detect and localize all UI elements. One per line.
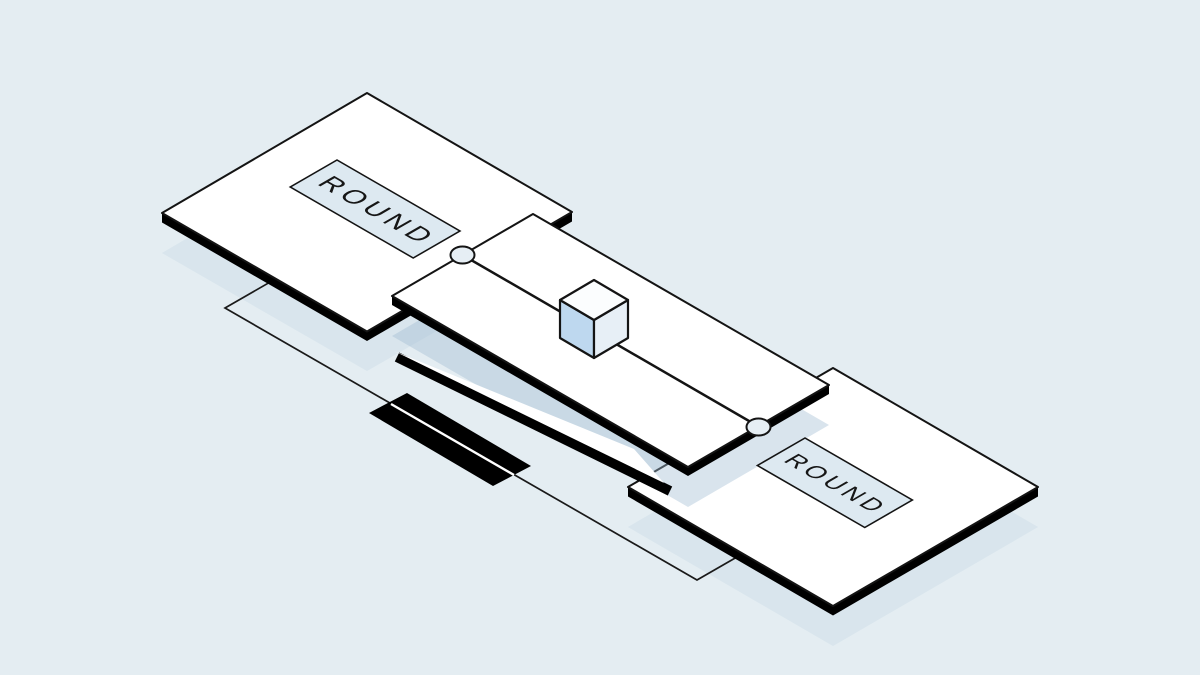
- round-label-1-plate: [288, 159, 462, 259]
- slider-cube: [558, 278, 630, 360]
- track-endpoint-start: [449, 245, 476, 265]
- black-bar-wire-highlight: [390, 402, 515, 477]
- highlight-plank: [394, 351, 673, 496]
- highlight-plank-edge: [394, 352, 673, 496]
- track-endpoint-end: [745, 417, 772, 437]
- round-label-2-plate: [755, 437, 914, 529]
- black-bar: [369, 393, 531, 486]
- round-label-2: ROUND: [755, 437, 914, 529]
- cube-top-face: [558, 278, 630, 322]
- round-label-1: ROUND: [288, 159, 462, 259]
- highlight-plank-face: [394, 351, 664, 483]
